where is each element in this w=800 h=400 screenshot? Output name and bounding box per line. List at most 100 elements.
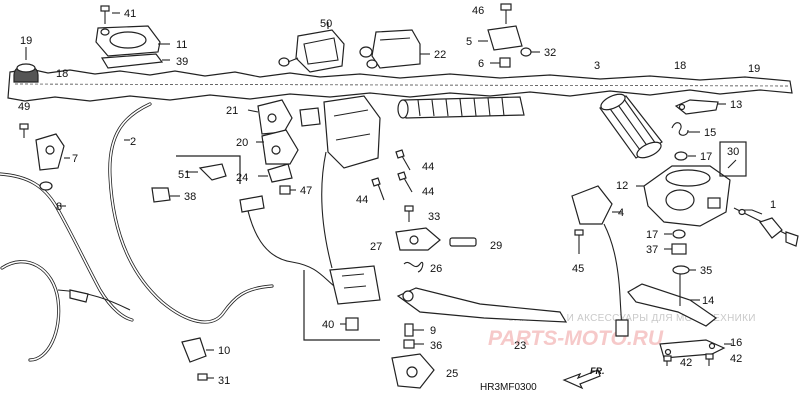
callout-10: 10 (218, 345, 230, 357)
callout-35: 35 (700, 265, 712, 277)
part-50-switch-cover (278, 22, 345, 73)
callout-18-right: 18 (674, 60, 686, 72)
part-47-clip (279, 185, 296, 195)
callout-5: 5 (466, 36, 472, 48)
part-17-washer-bottom (664, 229, 686, 239)
callout-31: 31 (218, 375, 230, 387)
part-handlebar-switch (299, 95, 381, 269)
part-27-lever-bracket (395, 227, 441, 251)
part-5-relay (478, 25, 523, 51)
part-35-nut (672, 265, 696, 275)
callout-layer: 41 11 39 19 18 50 22 46 5 32 6 3 18 19 4… (18, 5, 776, 387)
callout-8: 8 (56, 201, 62, 213)
part-44-bolt-a (395, 149, 411, 171)
part-33-bolt (404, 205, 414, 222)
callout-23: 23 (514, 340, 526, 352)
part-grip-left (397, 96, 525, 119)
part-6-nut (490, 57, 511, 68)
callout-41: 41 (124, 8, 136, 20)
callout-20: 20 (236, 137, 248, 149)
part-loop-cable (0, 260, 131, 362)
part-23-clutch-lever (396, 287, 568, 323)
callout-44-b: 44 (422, 186, 434, 198)
callout-25: 25 (446, 368, 458, 380)
callout-22: 22 (434, 49, 446, 61)
callout-17-bottom: 17 (646, 229, 658, 241)
callout-40: 40 (322, 319, 334, 331)
part-46-bolt (500, 3, 512, 24)
callout-36: 36 (430, 340, 442, 352)
callout-7: 7 (72, 153, 78, 165)
callout-17-top: 17 (700, 151, 712, 163)
callout-26: 26 (430, 263, 442, 275)
callout-13: 13 (730, 99, 742, 111)
wire-box (303, 270, 380, 341)
part-41-screw (100, 5, 120, 24)
callout-6: 6 (478, 58, 484, 70)
part-10-clamp (181, 337, 214, 363)
part-2-clutch-cable (108, 102, 274, 324)
part-12-throttle-housing (636, 165, 731, 227)
part-37-collar (664, 243, 687, 255)
front-direction-label: FR. (590, 366, 605, 376)
callout-49: 49 (18, 101, 30, 113)
callout-29: 29 (490, 240, 502, 252)
callout-44-a: 44 (422, 161, 434, 173)
part-20-switch-housing-lower (256, 129, 299, 165)
part-14-throttle-lever (627, 274, 718, 327)
part-49-bolt (19, 123, 29, 138)
callout-47: 47 (300, 185, 312, 197)
part-44-bolt-c (371, 177, 385, 201)
part-8-brake-cable (0, 172, 134, 322)
callout-11: 11 (176, 39, 187, 51)
callout-38: 38 (184, 191, 196, 203)
part-22-switch-housing (359, 29, 430, 69)
part-44-bolt-b (397, 171, 413, 193)
part-15-spring (671, 122, 700, 136)
callout-4: 4 (618, 207, 624, 219)
part-39-diaphragm (100, 53, 170, 69)
part-38-clip (151, 187, 180, 203)
callout-30: 30 (727, 146, 739, 158)
part-13-lever-bracket (674, 99, 726, 115)
callout-46: 46 (472, 5, 484, 17)
part-3-throttle-grip (599, 93, 663, 159)
callout-42-b: 42 (730, 353, 742, 365)
part-31-bolt (197, 373, 214, 381)
part-4-kill-switch (571, 185, 629, 337)
front-direction-arrow: FR. (562, 366, 605, 390)
callout-15: 15 (704, 127, 716, 139)
callout-16: 16 (730, 337, 742, 349)
part-1-throttle-cable-end (733, 207, 799, 247)
callout-14: 14 (702, 295, 714, 307)
part-19-bar-end-left (13, 47, 39, 83)
callout-27: 27 (370, 241, 382, 253)
part-11-master-cylinder-cap (95, 25, 170, 57)
callout-32: 32 (544, 47, 556, 59)
callout-19-left: 19 (20, 35, 32, 47)
part-30-box (719, 141, 763, 215)
callout-33: 33 (428, 211, 440, 223)
part-36-nut (403, 339, 424, 349)
watermark-text: ЗАПЧАСТИ И АКСЕССУАРЫ ДЛЯ МОТОТЕХНИКИ (508, 313, 756, 324)
callout-3: 3 (594, 60, 600, 72)
callout-2: 2 (130, 136, 136, 148)
callout-12: 12 (616, 180, 628, 192)
part-42-screws (663, 353, 714, 366)
part-9-bolt (404, 323, 424, 337)
callout-42-a: 42 (680, 357, 692, 369)
callout-19-right: 19 (748, 63, 760, 75)
part-24-clamp (258, 163, 293, 183)
callout-51: 51 (178, 169, 190, 181)
part-26-spring (403, 261, 424, 273)
part-32-grommet (520, 47, 540, 57)
part-wire-harness (239, 195, 381, 305)
callout-44-c: 44 (356, 194, 368, 206)
part-51-box (176, 155, 241, 184)
part-21-switch-housing-upper (247, 99, 293, 135)
callout-9: 9 (430, 325, 436, 337)
part-7-bracket (35, 133, 70, 171)
diagram-code: HR3MF0300 (480, 382, 537, 393)
callout-24: 24 (236, 172, 248, 184)
